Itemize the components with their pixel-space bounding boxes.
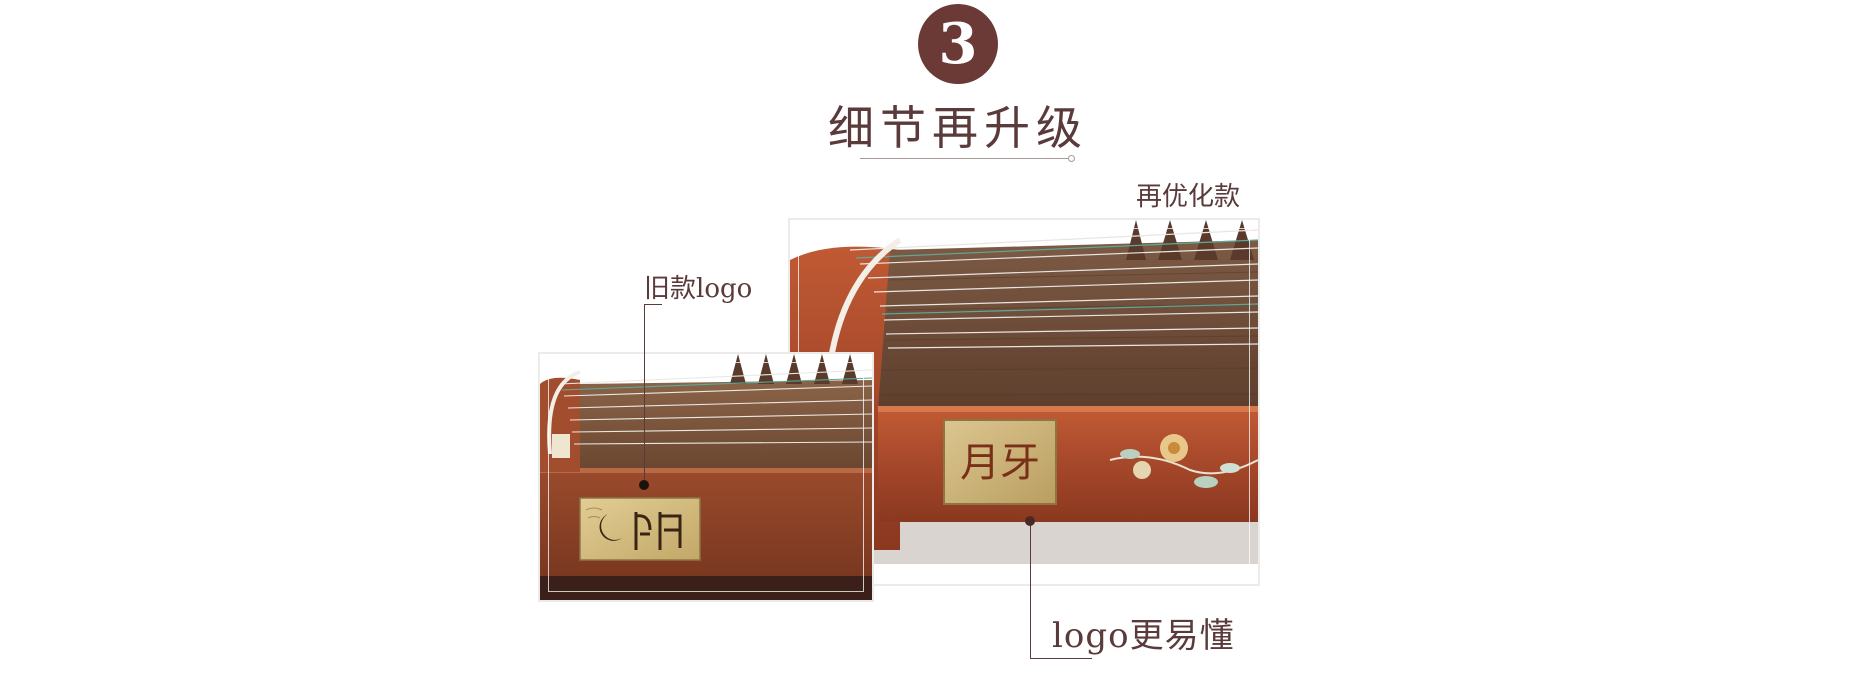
new-logo-text: 月牙 [960, 440, 1040, 486]
new-logo-callout-horizontal [1030, 658, 1092, 659]
new-logo-callout-dot [1025, 516, 1035, 526]
step-number: 3 [938, 11, 978, 77]
old-logo-callout-horizontal [644, 304, 662, 305]
logo-easier-label: logo更易懂 [1052, 616, 1235, 656]
old-logo-label: 旧款logo [644, 274, 753, 304]
old-version-photo [538, 352, 874, 602]
old-logo-callout-dot [639, 480, 649, 490]
flower-inlay-icon [1109, 434, 1258, 488]
section-title: 细节再升级 [828, 101, 1088, 155]
old-guzheng-illustration [540, 354, 872, 600]
new-logo-callout-vertical [1030, 520, 1031, 658]
old-logo-callout-vertical [644, 304, 645, 484]
step-number-badge: 3 [918, 4, 998, 84]
title-underline [860, 158, 1070, 159]
title-underline-dot [1068, 155, 1075, 162]
new-version-label: 再优化款 [1136, 182, 1241, 212]
old-logo-mark-icon [585, 507, 682, 550]
